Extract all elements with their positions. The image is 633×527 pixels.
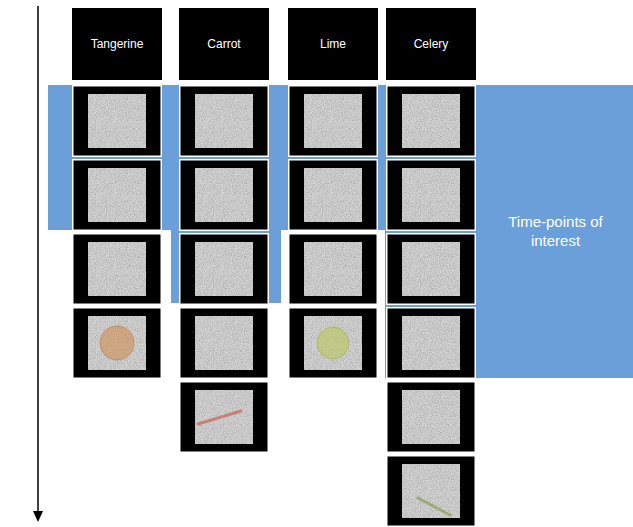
tangerine-image: [100, 326, 134, 360]
noise-frame: [73, 308, 162, 379]
noise-frame: [387, 86, 476, 157]
carrot-image: [198, 411, 241, 424]
noise-frame: [387, 234, 476, 305]
noise-frame: [180, 234, 269, 305]
noise-frame: [180, 308, 269, 379]
noise-frames: [73, 86, 476, 527]
noise-frame: [289, 86, 378, 157]
label-text: Lime: [320, 37, 346, 52]
noise-frame: [73, 86, 162, 157]
noise-frame: [289, 308, 378, 379]
noise-frame: [73, 160, 162, 231]
label-text: Time-points of interest: [508, 213, 604, 251]
interest-band-region: [48, 85, 633, 378]
label-text: Celery: [414, 37, 449, 52]
interest-band: Time-points of interest: [478, 85, 633, 378]
noise-frame: [387, 160, 476, 231]
stimulus-label: Lime: [288, 8, 378, 80]
noise-frame: [180, 382, 269, 453]
celery-image: [418, 498, 450, 515]
time-arrow: [33, 6, 43, 522]
label-text: Carrot: [207, 37, 240, 52]
label-text: Tangerine: [91, 37, 144, 52]
stimulus-label: Carrot: [179, 8, 269, 80]
noise-frame: [73, 234, 162, 305]
stimulus-label: Tangerine: [72, 8, 162, 80]
noise-frame: [289, 234, 378, 305]
noise-frame: [387, 456, 476, 527]
noise-frame: [387, 382, 476, 453]
noise-frame: [387, 308, 476, 379]
noise-frame: [180, 86, 269, 157]
stimulus-label: Celery: [386, 8, 476, 80]
noise-frame: [180, 160, 269, 231]
noise-frame: [289, 160, 378, 231]
lime-image: [317, 327, 349, 359]
